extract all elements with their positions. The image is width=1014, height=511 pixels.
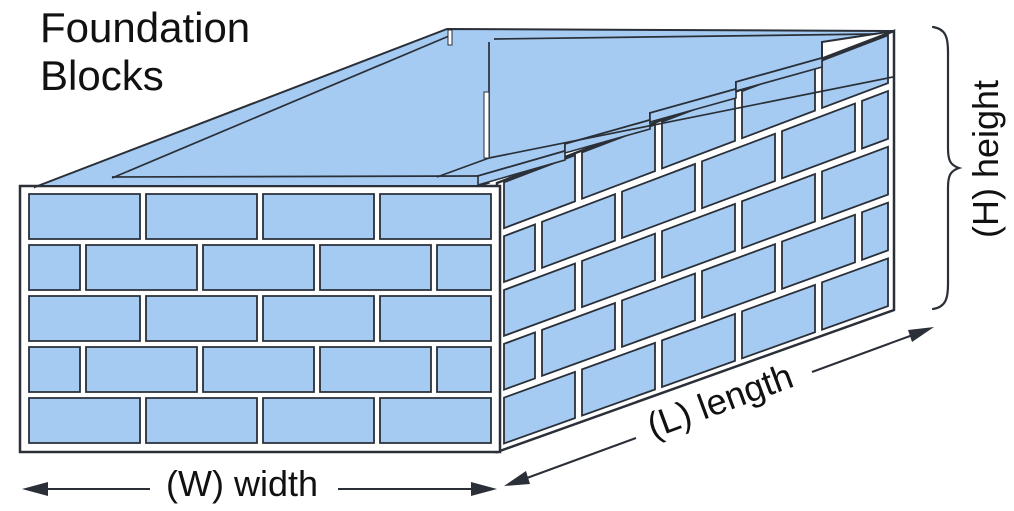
length-arrowhead-lower xyxy=(504,471,530,486)
brick xyxy=(741,172,816,250)
brick xyxy=(581,341,656,417)
side-wall-top-ledge xyxy=(477,56,823,187)
brick xyxy=(781,102,856,180)
length-arrow xyxy=(504,327,934,486)
brick xyxy=(85,346,198,393)
brick xyxy=(202,244,315,291)
brick xyxy=(503,331,536,391)
brick xyxy=(262,397,375,444)
brick xyxy=(145,397,258,444)
width-label: (W) width xyxy=(166,463,318,504)
brick xyxy=(741,283,816,360)
brick xyxy=(701,242,776,320)
brick xyxy=(541,301,616,378)
brick xyxy=(701,132,776,210)
brick xyxy=(319,346,432,393)
inner-corner-joint xyxy=(483,91,490,159)
side-wall xyxy=(495,29,896,454)
brick xyxy=(621,272,696,349)
back-wall-base-edge xyxy=(488,76,894,159)
brick xyxy=(861,89,889,150)
brick xyxy=(821,33,889,110)
brick xyxy=(379,193,492,240)
ledge-segment xyxy=(477,149,566,187)
brick xyxy=(781,213,856,291)
width-arrowhead-left xyxy=(22,482,48,496)
brick xyxy=(436,346,492,393)
brick xyxy=(28,397,141,444)
brick xyxy=(28,193,141,240)
ledge-segment xyxy=(649,87,737,124)
brick xyxy=(821,257,889,332)
brick xyxy=(28,295,141,342)
brick xyxy=(503,370,576,445)
ledge-segment xyxy=(735,56,823,93)
brick xyxy=(319,244,432,291)
diagram-title-line1: Foundation xyxy=(40,4,251,51)
brick xyxy=(821,145,889,221)
brick xyxy=(541,192,616,270)
diagram-title-line2: Blocks xyxy=(40,52,164,99)
brick xyxy=(28,244,81,291)
front-wall-bricks xyxy=(28,193,492,444)
brick xyxy=(379,397,492,444)
brick xyxy=(503,262,576,338)
top-surface xyxy=(34,27,895,189)
brick xyxy=(85,244,198,291)
width-arrow xyxy=(22,482,497,496)
brick xyxy=(581,232,656,309)
brick xyxy=(28,346,81,393)
back-wall-top-inner-edge xyxy=(493,33,877,40)
height-label: (H) height xyxy=(965,79,1006,239)
length-arrow-line-lower xyxy=(515,437,637,483)
brick xyxy=(661,312,736,389)
brick xyxy=(861,201,889,262)
brick xyxy=(379,295,492,342)
height-brace xyxy=(931,25,963,311)
width-arrowhead-right xyxy=(471,482,497,496)
brick xyxy=(262,193,375,240)
ledge-segment xyxy=(564,118,651,155)
interior-floor-corner-edge xyxy=(436,157,490,178)
brick xyxy=(661,202,736,280)
brick xyxy=(503,223,536,284)
front-wall xyxy=(18,184,502,454)
length-arrow-line-upper xyxy=(811,331,922,373)
front-wall-top-inner-edge xyxy=(111,175,479,178)
brick xyxy=(262,295,375,342)
brick xyxy=(145,295,258,342)
left-wall-top-inner-edge xyxy=(111,35,450,179)
brick xyxy=(145,193,258,240)
side-wall-bricks xyxy=(503,33,889,445)
back-left-top-joint xyxy=(447,29,453,46)
brick xyxy=(202,346,315,393)
brick xyxy=(436,244,492,291)
length-arrowhead-upper xyxy=(908,327,934,342)
brick xyxy=(621,162,696,240)
